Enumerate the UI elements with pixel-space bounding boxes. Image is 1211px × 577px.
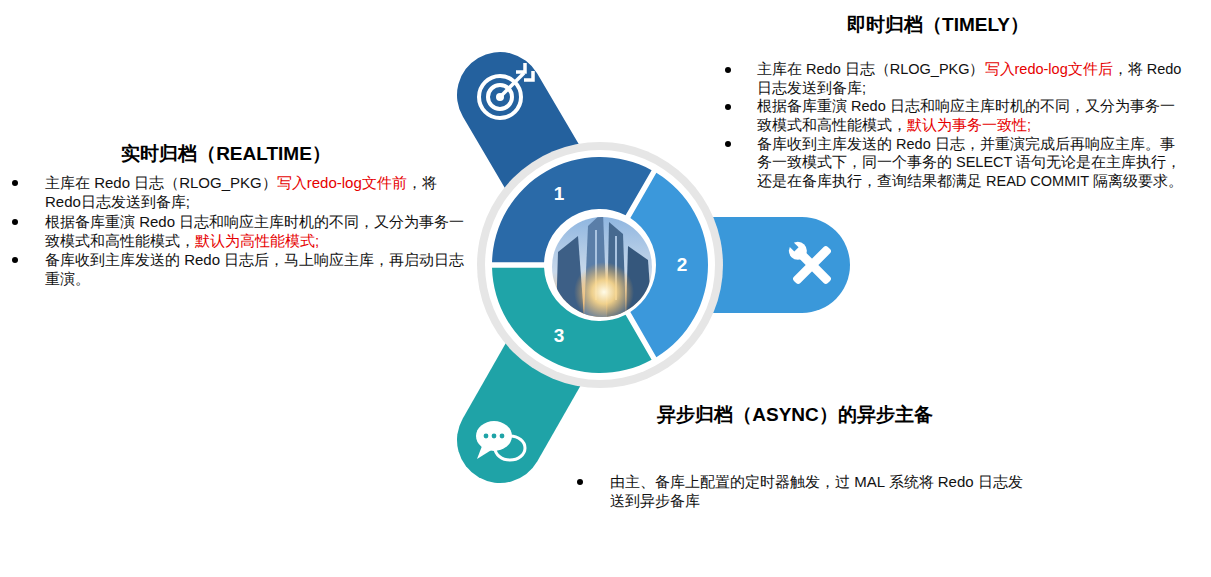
chat-icon	[477, 446, 493, 459]
outer-ring	[477, 142, 723, 388]
bullet-dot	[12, 180, 18, 186]
bullet-text: 备库收到主库发送的 Redo 日志后，马上响应主库，再启动日志重演。	[45, 251, 464, 287]
target-icon	[479, 63, 533, 118]
tools-icon	[787, 240, 798, 251]
callout-number: 2	[677, 254, 688, 276]
outer-ring	[485, 150, 715, 380]
bullet-dot	[725, 104, 731, 110]
bullet-list: 主库在 Redo 日志（RLOG_PKG）写入redo-log文件后，将 Red…	[757, 60, 1185, 191]
segment-shape	[630, 173, 708, 357]
tools-icon	[785, 238, 810, 263]
bullet-list: 由主、备库上配置的定时器触发，过 MAL 系统将 Redo 日志发送到异步备库	[610, 472, 1030, 511]
tools-icon	[783, 236, 835, 288]
bullet-dot	[725, 141, 731, 147]
chat-icon	[492, 434, 497, 439]
bullet-list: 主库在 Redo 日志（RLOG_PKG）写入redo-log文件前，将 Red…	[45, 173, 470, 289]
target-icon	[502, 73, 524, 95]
target-icon	[524, 71, 533, 80]
segment-shape	[492, 157, 652, 262]
bullet-text: 主库在 Redo 日志（RLOG_PKG）	[45, 174, 277, 191]
bullet-item: 备库收到主库发送的 Redo 日志后，马上响应主库，再启动日志重演。	[45, 250, 470, 289]
city-photo	[552, 212, 652, 322]
highlight-text: 写入redo-log文件后	[985, 61, 1113, 77]
ring-segment: 3	[485, 150, 715, 380]
highlight-text: 写入redo-log文件前	[277, 174, 407, 191]
bullet-item: 根据备库重演 Redo 日志和响应主库时机的不同，又分为事务一致模式和高性能模式…	[757, 97, 1185, 134]
tools-icon	[783, 236, 835, 288]
section-heading: 异步归档（ASYNC）的异步主备	[657, 403, 933, 427]
highlight-text: 默认为事务一致性;	[907, 117, 1031, 133]
bullet-dot	[12, 219, 18, 225]
bullet-dot	[12, 257, 18, 263]
bullet-text: 由主、备库上配置的定时器触发，过 MAL 系统将 Redo 日志发送到异步备库	[610, 473, 1023, 509]
bullet-text: 备库收到主库发送的 Redo 日志，并重演完成后再响应主库。事务一致模式下，同一…	[757, 136, 1183, 189]
segment-shape	[485, 150, 715, 380]
section-heading: 即时归档（TIMELY）	[847, 13, 1029, 37]
bullet-item: 主库在 Redo 日志（RLOG_PKG）写入redo-log文件后，将 Red…	[757, 60, 1185, 97]
outer-ring	[477, 142, 723, 388]
segment-shape	[492, 268, 652, 373]
bullet-text: 主库在 Redo 日志（RLOG_PKG）	[757, 61, 985, 77]
city-photo	[574, 262, 634, 322]
callout-number: 3	[554, 325, 565, 347]
section-heading: 实时归档（REALTIME）	[121, 142, 331, 166]
bullet-dot	[725, 67, 731, 73]
bullet-dot	[577, 479, 583, 485]
bullet-item: 主库在 Redo 日志（RLOG_PKG）写入redo-log文件前，将 Red…	[45, 173, 470, 212]
bullet-item: 由主、备库上配置的定时器触发，过 MAL 系统将 Redo 日志发送到异步备库	[610, 472, 1030, 511]
highlight-text: 默认为高性能模式;	[195, 232, 319, 249]
chat-icon	[484, 434, 489, 439]
target-icon	[516, 63, 525, 72]
chat-icon	[500, 434, 505, 439]
chat-icon	[476, 421, 512, 451]
bullet-item: 根据备库重演 Redo 日志和响应主库时机的不同，又分为事务一致模式和高性能模式…	[45, 212, 470, 251]
callout-number: 1	[554, 183, 565, 205]
chat-icon	[476, 421, 525, 460]
bullet-item: 备库收到主库发送的 Redo 日志，并重演完成后再响应主库。事务一致模式下，同一…	[757, 135, 1185, 191]
